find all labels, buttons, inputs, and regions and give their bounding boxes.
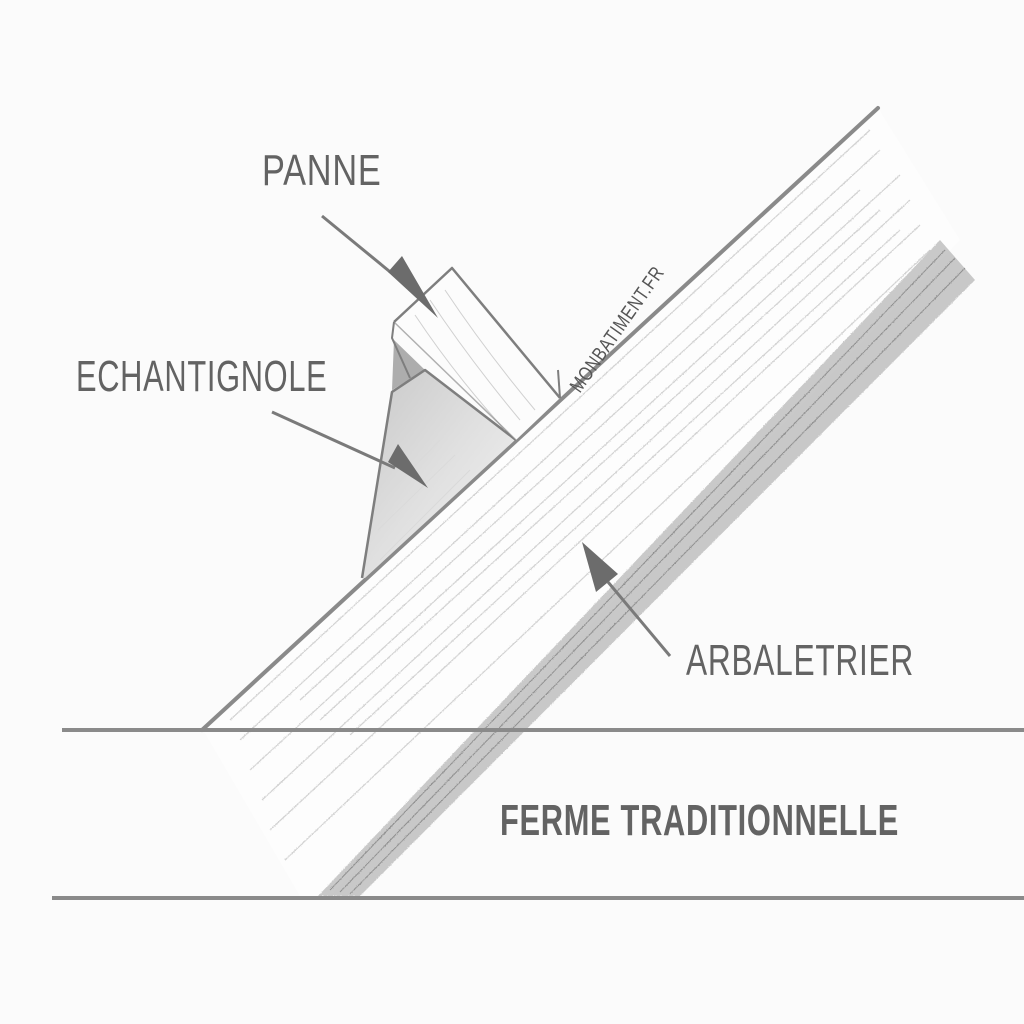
arbaletrier-rafter [200, 106, 975, 896]
panne-purlin [393, 266, 561, 441]
arrow-arbaletrier [582, 542, 672, 657]
label-arbaletrier: ARBALETRIER [686, 636, 914, 685]
arrow-echantignole [271, 410, 428, 488]
arrow-panne [321, 214, 438, 318]
diagram-title: FERME TRADITIONNELLE [500, 796, 899, 845]
label-echantignole: ECHANTIGNOLE [76, 352, 328, 401]
label-panne: PANNE [262, 146, 382, 195]
echantignole-cleat [360, 321, 517, 579]
